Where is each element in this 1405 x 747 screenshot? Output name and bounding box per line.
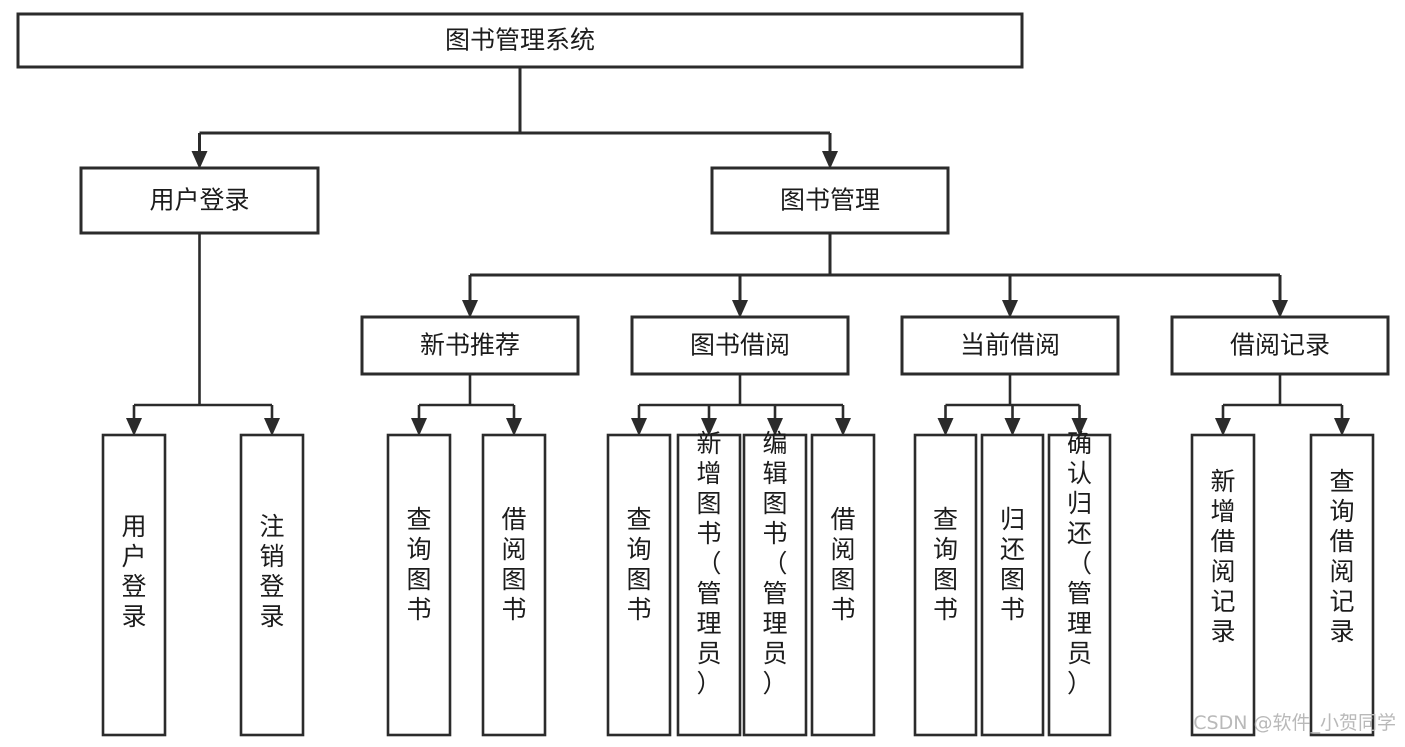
book-manage-to-level3-arrowhead-3 (1272, 300, 1288, 318)
node-leaf-query-book-1[interactable]: 查询图书 (386, 433, 452, 737)
node-leaf-borrow-book-2-label: 借阅图书 (830, 505, 855, 624)
node-user-login-box[interactable] (79, 166, 320, 235)
node-leaf-borrow-book-1[interactable]: 借阅图书 (481, 433, 547, 737)
node-book-borrow-box[interactable] (630, 315, 850, 376)
node-leaf-user-login-box[interactable] (101, 433, 167, 737)
user-login-to-leaves-arrowhead-0 (126, 418, 142, 436)
node-book-manage[interactable]: 图书管理 (710, 166, 950, 235)
node-leaf-add-record-box[interactable] (1190, 433, 1256, 737)
node-leaf-return-book-box[interactable] (980, 433, 1045, 737)
node-leaf-add-book-label: 新增图书（管理员） (696, 429, 721, 698)
book-manage-to-level3-arrowhead-2 (1002, 300, 1018, 318)
node-user-login[interactable]: 用户登录 (79, 166, 320, 235)
node-leaf-query-book-3-box[interactable] (913, 433, 978, 737)
current-borrow-to-leaves-arrowhead-1 (1004, 418, 1021, 436)
borrow-record-to-leaves-arrowhead-1 (1334, 418, 1350, 436)
node-leaf-add-record[interactable]: 新增借阅记录 (1190, 433, 1256, 737)
node-current-borrow-label: 当前借阅 (960, 331, 1060, 360)
node-leaf-logout[interactable]: 注销登录 (239, 433, 305, 737)
book-borrow-to-leaves-arrowhead-0 (631, 418, 647, 436)
node-leaf-borrow-book-1-box[interactable] (481, 433, 547, 737)
node-leaf-query-book-1-box[interactable] (386, 433, 452, 737)
node-root-root-box[interactable] (16, 12, 1024, 69)
book-manage-to-level3-arrowhead-1 (732, 300, 748, 318)
node-leaf-add-book[interactable]: 新增图书（管理员） (676, 429, 742, 737)
new-book-recommend-to-leaves-arrowhead-0 (411, 418, 427, 436)
node-current-borrow-box[interactable] (900, 315, 1120, 376)
root-to-level2-arrowhead-1 (822, 151, 838, 169)
node-leaf-query-book-3-label: 查询图书 (933, 505, 958, 624)
node-leaf-user-login[interactable]: 用户登录 (101, 433, 167, 737)
node-book-borrow-label: 图书借阅 (690, 331, 790, 360)
node-book-manage-label: 图书管理 (780, 186, 880, 215)
borrow-record-to-leaves-arrowhead-0 (1215, 418, 1231, 436)
node-leaf-query-book-2-box[interactable] (606, 433, 672, 737)
node-leaf-add-record-label: 新增借阅记录 (1210, 467, 1235, 646)
node-leaf-return-book-label: 归还图书 (1000, 505, 1025, 624)
connector-edges (126, 67, 1350, 436)
node-current-borrow[interactable]: 当前借阅 (900, 315, 1120, 376)
root-to-level2-arrowhead-0 (191, 151, 208, 169)
diagram-nodes: 图书管理系统用户登录图书管理新书推荐图书借阅当前借阅借阅记录用户登录注销登录查询… (16, 12, 1390, 737)
node-leaf-return-book[interactable]: 归还图书 (980, 433, 1045, 737)
node-root-root-label: 图书管理系统 (445, 26, 595, 55)
csdn-watermark: CSDN @软件_小贺同学 (1193, 712, 1396, 734)
node-leaf-confirm-return-label: 确认归还（管理员） (1067, 429, 1092, 698)
node-root-root[interactable]: 图书管理系统 (16, 12, 1024, 69)
node-leaf-logout-box[interactable] (239, 433, 305, 737)
node-leaf-borrow-book-1-label: 借阅图书 (501, 505, 526, 624)
node-leaf-confirm-return-box[interactable] (1047, 433, 1112, 737)
current-borrow-to-leaves-arrowhead-2 (1071, 418, 1088, 436)
node-leaf-edit-book-label: 编辑图书（管理员） (762, 429, 787, 698)
node-leaf-query-book-2-label: 查询图书 (626, 505, 651, 624)
book-borrow-to-leaves-arrowhead-1 (701, 418, 717, 436)
node-leaf-borrow-book-2-box[interactable] (810, 433, 876, 737)
book-borrow-to-leaves-arrowhead-3 (835, 418, 851, 436)
node-borrow-record-label: 借阅记录 (1230, 331, 1330, 360)
node-new-book-recommend-label: 新书推荐 (420, 331, 520, 360)
node-leaf-query-book-2[interactable]: 查询图书 (606, 433, 672, 737)
node-user-login-label: 用户登录 (149, 186, 249, 215)
node-book-borrow[interactable]: 图书借阅 (630, 315, 850, 376)
node-leaf-edit-book-box[interactable] (742, 433, 808, 737)
book-manage-to-level3-arrowhead-0 (462, 300, 478, 318)
node-leaf-query-record-box[interactable] (1309, 433, 1375, 737)
node-leaf-query-book-3[interactable]: 查询图书 (913, 433, 978, 737)
node-borrow-record[interactable]: 借阅记录 (1170, 315, 1390, 376)
current-borrow-to-leaves-arrowhead-0 (937, 418, 954, 436)
node-borrow-record-box[interactable] (1170, 315, 1390, 376)
node-leaf-edit-book[interactable]: 编辑图书（管理员） (742, 429, 808, 737)
book-borrow-to-leaves-arrowhead-2 (767, 418, 783, 436)
node-leaf-query-record[interactable]: 查询借阅记录 (1309, 433, 1375, 737)
node-new-book-recommend-box[interactable] (360, 315, 580, 376)
node-book-manage-box[interactable] (710, 166, 950, 235)
node-leaf-borrow-book-2[interactable]: 借阅图书 (810, 433, 876, 737)
user-login-to-leaves-arrowhead-1 (264, 418, 280, 436)
node-leaf-query-record-label: 查询借阅记录 (1329, 467, 1354, 646)
node-leaf-confirm-return[interactable]: 确认归还（管理员） (1047, 429, 1112, 737)
new-book-recommend-to-leaves-arrowhead-1 (506, 418, 522, 436)
node-leaf-add-book-box[interactable] (676, 433, 742, 737)
node-leaf-logout-label: 注销登录 (259, 512, 284, 631)
node-new-book-recommend[interactable]: 新书推荐 (360, 315, 580, 376)
node-leaf-user-login-label: 用户登录 (121, 512, 146, 631)
node-leaf-query-book-1-label: 查询图书 (406, 505, 431, 624)
